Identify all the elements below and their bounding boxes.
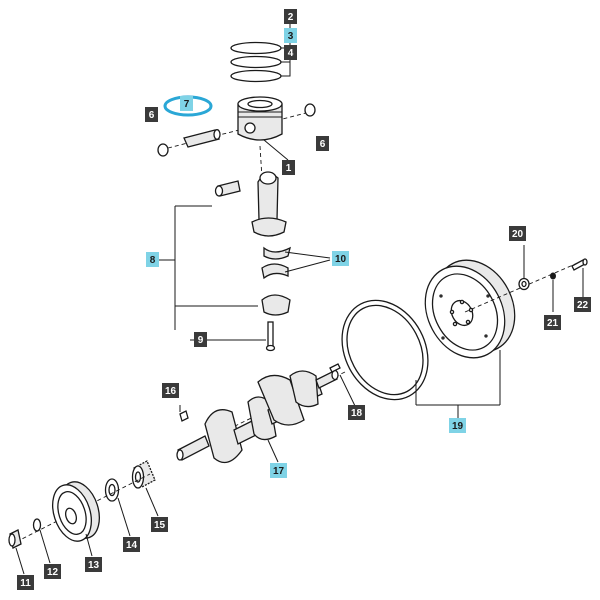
callout-box bbox=[284, 28, 297, 43]
callout-c10[interactable]: 10 bbox=[332, 251, 349, 266]
callout-box bbox=[284, 45, 297, 60]
key[interactable] bbox=[179, 410, 189, 422]
bearing-shell-lower[interactable] bbox=[261, 263, 289, 280]
callout-label: 4 bbox=[288, 48, 294, 59]
callout-c7[interactable]: 7 bbox=[180, 96, 193, 111]
callout-c19[interactable]: 19 bbox=[449, 418, 466, 433]
callout-box bbox=[270, 463, 287, 478]
callout-box bbox=[85, 557, 102, 572]
circlip-right[interactable] bbox=[304, 103, 316, 117]
pulley-washer[interactable] bbox=[32, 518, 42, 532]
callout-c1[interactable]: 1 bbox=[282, 160, 295, 175]
callout-box bbox=[332, 251, 349, 266]
piston[interactable] bbox=[237, 96, 283, 141]
callout-label: 3 bbox=[288, 31, 294, 42]
callout-c4[interactable]: 4 bbox=[284, 45, 297, 60]
callout-label: 21 bbox=[547, 318, 559, 329]
callout-c16[interactable]: 16 bbox=[162, 383, 179, 398]
piston-rings[interactable] bbox=[230, 41, 282, 83]
callout-c11[interactable]: 11 bbox=[17, 575, 34, 590]
callout-c14[interactable]: 14 bbox=[123, 537, 140, 552]
washer[interactable] bbox=[518, 277, 530, 291]
callout-label: 16 bbox=[165, 386, 177, 397]
callout-box bbox=[123, 537, 140, 552]
callout-label: 2 bbox=[288, 12, 294, 23]
callout-box bbox=[574, 297, 591, 312]
callout-label: 15 bbox=[154, 520, 166, 531]
callout-label: 11 bbox=[20, 578, 31, 589]
callout-label: 6 bbox=[149, 110, 155, 121]
callout-box bbox=[162, 383, 179, 398]
circlip-left[interactable] bbox=[157, 143, 169, 157]
callout-label: 8 bbox=[150, 255, 156, 266]
callout-box bbox=[151, 517, 168, 532]
callout-c18[interactable]: 18 bbox=[348, 405, 365, 420]
dowel-pin[interactable] bbox=[329, 363, 341, 373]
callout-c12[interactable]: 12 bbox=[44, 564, 61, 579]
crankshaft-pulley[interactable] bbox=[46, 477, 106, 546]
callout-label: 12 bbox=[47, 567, 59, 578]
callout-c2[interactable]: 2 bbox=[284, 9, 297, 24]
rod-cap[interactable] bbox=[261, 294, 291, 316]
flywheel-bolt[interactable] bbox=[571, 258, 588, 271]
callout-box bbox=[17, 575, 34, 590]
pulley-nut[interactable] bbox=[8, 529, 22, 549]
callout-box bbox=[316, 136, 329, 151]
callout-box bbox=[544, 315, 561, 330]
callout-box bbox=[44, 564, 61, 579]
callout-label: 6 bbox=[320, 139, 326, 150]
callout-label: 22 bbox=[577, 300, 589, 311]
piston-pin[interactable] bbox=[183, 129, 221, 148]
callout-c6a[interactable]: 6 bbox=[145, 107, 158, 122]
callout-c22[interactable]: 22 bbox=[574, 297, 591, 312]
callout-box bbox=[146, 252, 159, 267]
callout-c9[interactable]: 9 bbox=[194, 332, 207, 347]
rod-bolt[interactable] bbox=[265, 321, 276, 352]
callout-c8[interactable]: 8 bbox=[146, 252, 159, 267]
callout-label: 19 bbox=[452, 421, 464, 432]
callout-c20[interactable]: 20 bbox=[509, 226, 526, 241]
crankshaft-gear[interactable] bbox=[131, 460, 156, 489]
callout-label: 20 bbox=[512, 229, 524, 240]
callout-c17[interactable]: 17 bbox=[270, 463, 287, 478]
callout-box bbox=[284, 9, 297, 24]
callout-box bbox=[449, 418, 466, 433]
thrust-washer[interactable] bbox=[104, 478, 120, 502]
callout-label: 7 bbox=[184, 99, 190, 110]
callout-label: 9 bbox=[198, 335, 204, 346]
nut[interactable] bbox=[550, 272, 556, 280]
callout-c13[interactable]: 13 bbox=[85, 557, 102, 572]
callout-box bbox=[348, 405, 365, 420]
callout-box bbox=[194, 332, 207, 347]
callout-label: 1 bbox=[286, 163, 292, 174]
callout-label: 14 bbox=[126, 540, 138, 551]
callout-label: 17 bbox=[273, 466, 285, 477]
bearing-shell-upper[interactable] bbox=[263, 246, 291, 260]
callout-c21[interactable]: 21 bbox=[544, 315, 561, 330]
callout-label: 13 bbox=[88, 560, 100, 571]
callout-box bbox=[145, 107, 158, 122]
crankshaft[interactable] bbox=[176, 369, 339, 464]
callout-c15[interactable]: 15 bbox=[151, 517, 168, 532]
callout-label: 18 bbox=[351, 408, 363, 419]
connecting-rod[interactable] bbox=[251, 171, 287, 237]
callout-c3[interactable]: 3 bbox=[284, 28, 297, 43]
callout-box bbox=[282, 160, 295, 175]
callout-c6b[interactable]: 6 bbox=[316, 136, 329, 151]
callout-box bbox=[509, 226, 526, 241]
small-end-bushing[interactable] bbox=[214, 180, 241, 197]
callout-box bbox=[180, 96, 193, 111]
ring-gear[interactable] bbox=[325, 285, 444, 414]
callout-label: 10 bbox=[335, 254, 347, 265]
